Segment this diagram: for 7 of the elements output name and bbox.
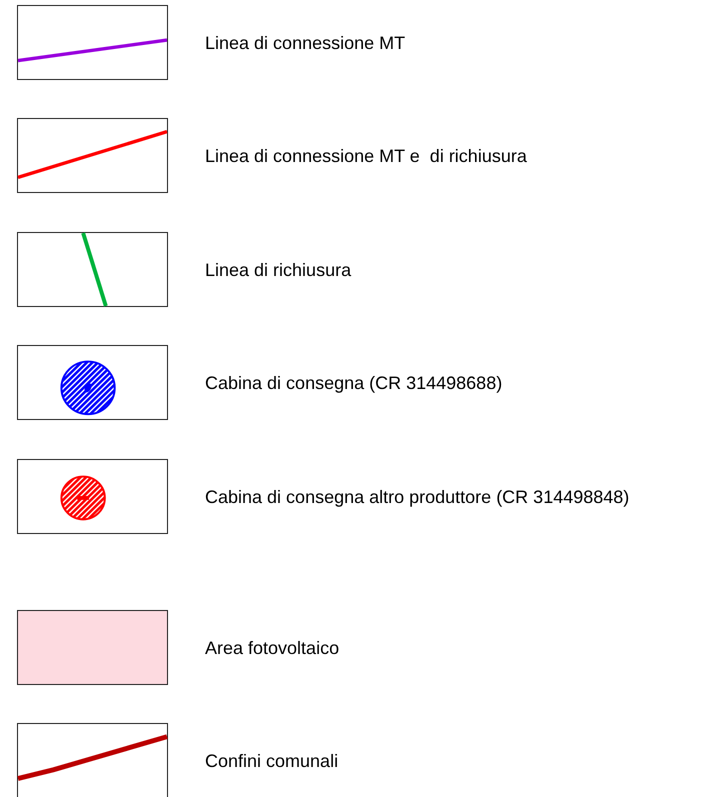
- legend-label: Linea di connessione MT: [205, 33, 406, 54]
- legend-label: Confini comunali: [205, 751, 338, 772]
- legend-label: Cabina di consegna (CR 314498688): [205, 373, 502, 394]
- legend-label: Area fotovoltaico: [205, 638, 340, 659]
- legend-label: Linea di connessione MT e di richiusura: [205, 146, 527, 167]
- legend-label: Cabina di consegna altro produttore (CR 314498848): [205, 487, 630, 508]
- legend-label: Linea di richiusura: [205, 260, 352, 281]
